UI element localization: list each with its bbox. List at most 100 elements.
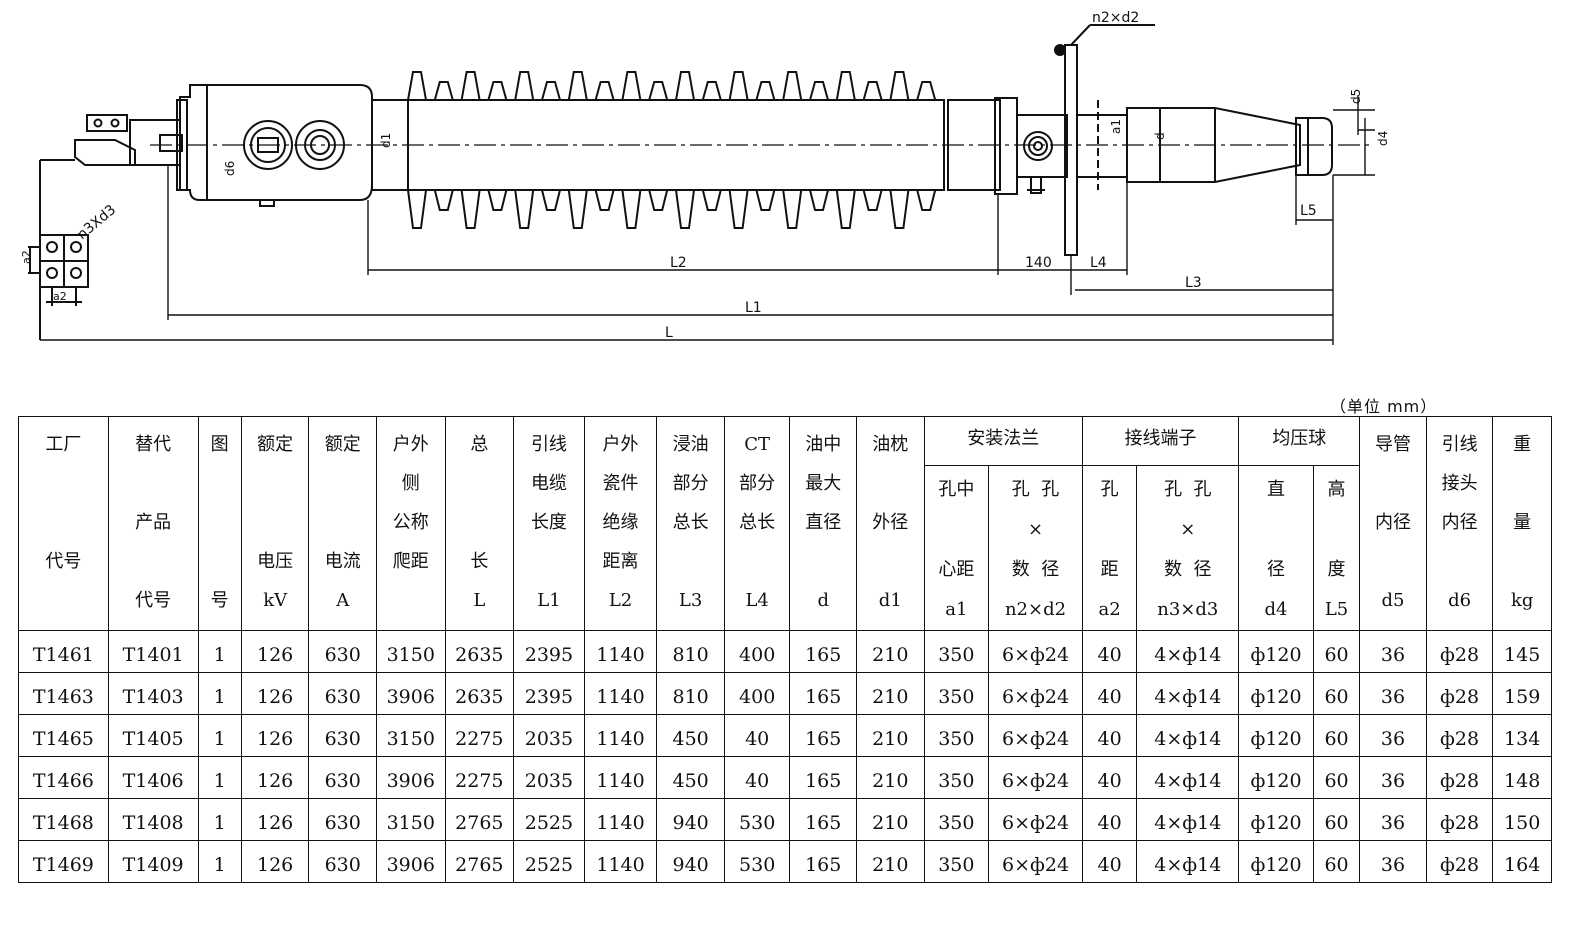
shed bbox=[675, 71, 695, 229]
header-line: 部分 bbox=[672, 473, 709, 494]
table-cell: 126 bbox=[240, 672, 310, 715]
header-group-flange: 安装法兰 bbox=[923, 416, 1083, 466]
header-line: 距 bbox=[1100, 559, 1119, 580]
header-line bbox=[242, 464, 308, 503]
table-cell: T1463 bbox=[18, 672, 109, 715]
header-line: CT bbox=[744, 434, 771, 455]
table-cell: 2035 bbox=[513, 714, 585, 757]
shed bbox=[835, 71, 856, 229]
header-line: 号 bbox=[210, 590, 229, 611]
head-housing bbox=[179, 84, 373, 201]
header-line: 爬距 bbox=[392, 551, 429, 572]
table-cell: 40 bbox=[1081, 840, 1138, 883]
shed bbox=[701, 81, 722, 211]
shed bbox=[621, 71, 642, 229]
table-cell: 210 bbox=[856, 672, 925, 715]
table-cell: 630 bbox=[308, 756, 377, 799]
header-line bbox=[725, 542, 789, 581]
table-cell: 165 bbox=[789, 714, 858, 757]
table-cell: 40 bbox=[1081, 714, 1138, 757]
header-line bbox=[1314, 510, 1358, 550]
header-line bbox=[242, 503, 308, 542]
table-cell: 3150 bbox=[375, 798, 446, 841]
header-line: d5 bbox=[1381, 590, 1405, 611]
table-cell: 36 bbox=[1359, 756, 1427, 799]
table-cell: 3906 bbox=[375, 756, 446, 799]
header-line: 替代 bbox=[135, 434, 172, 455]
table-cell: 165 bbox=[789, 672, 858, 715]
table-cell: 4×ф14 bbox=[1136, 840, 1240, 883]
header-line: 总长 bbox=[739, 512, 776, 533]
table-cell: 6×ф24 bbox=[988, 714, 1083, 757]
header-group-ball: 均压球 bbox=[1238, 416, 1361, 466]
table-cell: 60 bbox=[1312, 756, 1361, 799]
header-line bbox=[199, 464, 240, 503]
header-line: 油中 bbox=[805, 434, 842, 455]
shed bbox=[460, 71, 481, 229]
table-cell: 2525 bbox=[513, 798, 585, 841]
header-line: 绝缘 bbox=[602, 512, 639, 533]
label-d4: d4 bbox=[1376, 131, 1390, 146]
header-line: 度 bbox=[1327, 559, 1346, 580]
table-cell: 60 bbox=[1312, 714, 1361, 757]
header-line: a1 bbox=[945, 599, 968, 620]
table-cell: T1461 bbox=[18, 630, 109, 673]
header-line: 油枕 bbox=[872, 434, 909, 455]
table-cell: 1 bbox=[197, 798, 242, 841]
header-line: 直径 bbox=[805, 512, 842, 533]
label-L1: L1 bbox=[745, 300, 762, 316]
header-line: d1 bbox=[878, 590, 902, 611]
table-cell: 450 bbox=[656, 756, 725, 799]
header-line: 数 径 bbox=[1011, 559, 1060, 580]
table-cell: ф28 bbox=[1425, 714, 1494, 757]
label-a2: a2 bbox=[53, 290, 67, 303]
table-cell: 1140 bbox=[583, 840, 658, 883]
table-cell: 36 bbox=[1359, 798, 1427, 841]
header-replace-code: 替代 产品 代号 bbox=[107, 416, 199, 631]
header-line bbox=[515, 542, 584, 581]
label-L3: L3 bbox=[1185, 275, 1202, 291]
header-line: 距离 bbox=[602, 551, 639, 572]
table-cell: 6×ф24 bbox=[988, 672, 1083, 715]
valve-icon bbox=[1023, 131, 1053, 161]
table-cell: 1140 bbox=[583, 672, 658, 715]
table-cell: 2395 bbox=[513, 630, 585, 673]
table-cell: 1 bbox=[197, 672, 242, 715]
header-line: 电缆 bbox=[530, 473, 567, 494]
header-line bbox=[109, 542, 197, 581]
shed bbox=[648, 81, 669, 211]
table-cell: 940 bbox=[656, 798, 725, 841]
table-cell: 1 bbox=[197, 840, 242, 883]
bushing-drawing: n2×d2 n3Xd3 a2 a2 d1 d6 a1 d d5 d4 L5 L2… bbox=[20, 10, 1390, 345]
table-cell: 2765 bbox=[444, 798, 515, 841]
table-cell: 6×ф24 bbox=[988, 840, 1083, 883]
shed bbox=[782, 71, 803, 229]
table-cell: 145 bbox=[1492, 630, 1552, 673]
table-cell: ф120 bbox=[1238, 798, 1314, 841]
header-line: 侧 bbox=[401, 473, 420, 494]
label-d1: d1 bbox=[379, 133, 393, 148]
header-line: 浸油 bbox=[672, 434, 709, 455]
header-line: 孔中 bbox=[938, 479, 975, 500]
table-cell: 2635 bbox=[444, 630, 515, 673]
table-cell: T1403 bbox=[107, 672, 199, 715]
header-line: 高 bbox=[1327, 479, 1346, 500]
table-cell: T1466 bbox=[18, 756, 109, 799]
table-cell: ф120 bbox=[1238, 714, 1314, 757]
header-lead-joint: 引线接头内径 d6 bbox=[1425, 416, 1494, 631]
table-cell: 210 bbox=[856, 630, 925, 673]
header-line: L bbox=[473, 590, 486, 611]
table-cell: 630 bbox=[308, 672, 377, 715]
table-cell: 36 bbox=[1359, 672, 1427, 715]
table-cell: 3906 bbox=[375, 840, 446, 883]
table-cell: 60 bbox=[1312, 798, 1361, 841]
table-cell: 1140 bbox=[583, 798, 658, 841]
header-line: 电压 bbox=[257, 551, 294, 572]
unit-note: （单位 mm） bbox=[1330, 397, 1438, 416]
table-cell: 2035 bbox=[513, 756, 585, 799]
table-cell: 60 bbox=[1312, 672, 1361, 715]
header-line: 直 bbox=[1267, 479, 1286, 500]
label-L: L bbox=[665, 325, 673, 341]
